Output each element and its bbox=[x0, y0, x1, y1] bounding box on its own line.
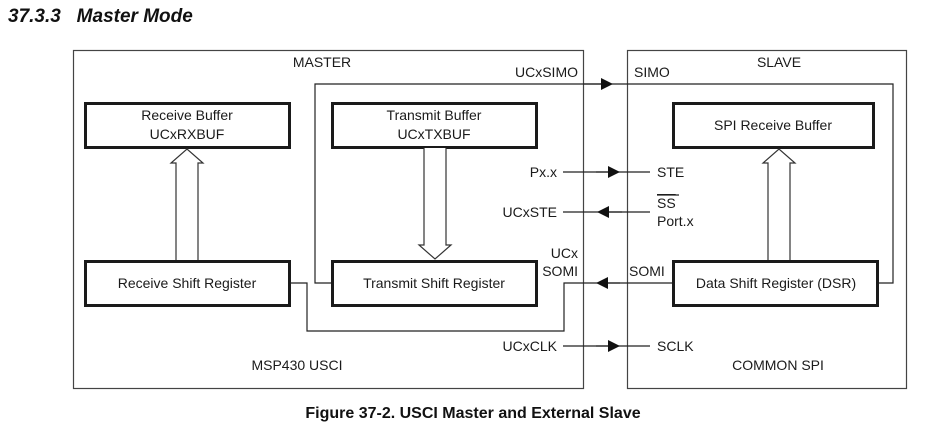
slave-ste-pin-label: STE bbox=[657, 164, 684, 180]
section-heading: 37.3.3 Master Mode bbox=[8, 6, 193, 28]
master-footer-label: MSP430 USCI bbox=[251, 357, 342, 373]
slave-somi-pin-label: SOMI bbox=[629, 263, 665, 279]
master-somi-pin-label-1: UCx bbox=[551, 245, 578, 261]
receive-shift-register-block: Receive Shift Register bbox=[84, 260, 291, 307]
section-title: Master Mode bbox=[76, 6, 193, 27]
slave-receive-transfer-arrow bbox=[761, 148, 797, 260]
receive-buffer-block: Receive Buffer UCxRXBUF bbox=[84, 102, 291, 149]
transmit-buffer-label: Transmit Buffer bbox=[387, 107, 482, 123]
transmit-buffer-register: UCxTXBUF bbox=[397, 126, 470, 142]
slave-simo-pin-label: SIMO bbox=[634, 64, 670, 80]
transmit-shift-register-label: Transmit Shift Register bbox=[363, 275, 505, 291]
master-label: MASTER bbox=[293, 54, 351, 70]
transmit-buffer-block: Transmit Buffer UCxTXBUF bbox=[331, 102, 538, 149]
slave-sclk-pin-label: SCLK bbox=[657, 338, 694, 354]
receive-buffer-label: Receive Buffer bbox=[141, 107, 233, 123]
figure-caption: Figure 37-2. USCI Master and External Sl… bbox=[305, 405, 641, 422]
data-shift-register-label: Data Shift Register (DSR) bbox=[696, 275, 856, 291]
master-simo-pin-label: UCxSIMO bbox=[515, 64, 578, 80]
master-clk-pin-label: UCxCLK bbox=[503, 338, 558, 354]
receive-transfer-arrow bbox=[169, 148, 205, 260]
master-somi-pin-label-2: SOMI bbox=[542, 263, 578, 279]
section-number: 37.3.3 bbox=[8, 6, 61, 27]
slave-container bbox=[626, 49, 908, 390]
master-px-pin-label: Px.x bbox=[530, 164, 557, 180]
receive-shift-register-label: Receive Shift Register bbox=[118, 275, 257, 291]
transmit-shift-register-block: Transmit Shift Register bbox=[331, 260, 538, 307]
slave-footer-label: COMMON SPI bbox=[732, 357, 824, 373]
slave-ss-pin-label: SS bbox=[657, 195, 676, 211]
master-container bbox=[72, 49, 585, 390]
spi-receive-buffer-label: SPI Receive Buffer bbox=[714, 117, 832, 133]
slave-label: SLAVE bbox=[757, 54, 801, 70]
slave-port-pin-label: Port.x bbox=[657, 213, 694, 229]
receive-buffer-register: UCxRXBUF bbox=[150, 126, 225, 142]
transmit-transfer-arrow bbox=[417, 148, 453, 260]
spi-receive-buffer-block: SPI Receive Buffer bbox=[672, 102, 875, 149]
master-ste-pin-label: UCxSTE bbox=[503, 204, 557, 220]
somi-wire bbox=[290, 282, 672, 332]
data-shift-register-block: Data Shift Register (DSR) bbox=[672, 260, 879, 307]
